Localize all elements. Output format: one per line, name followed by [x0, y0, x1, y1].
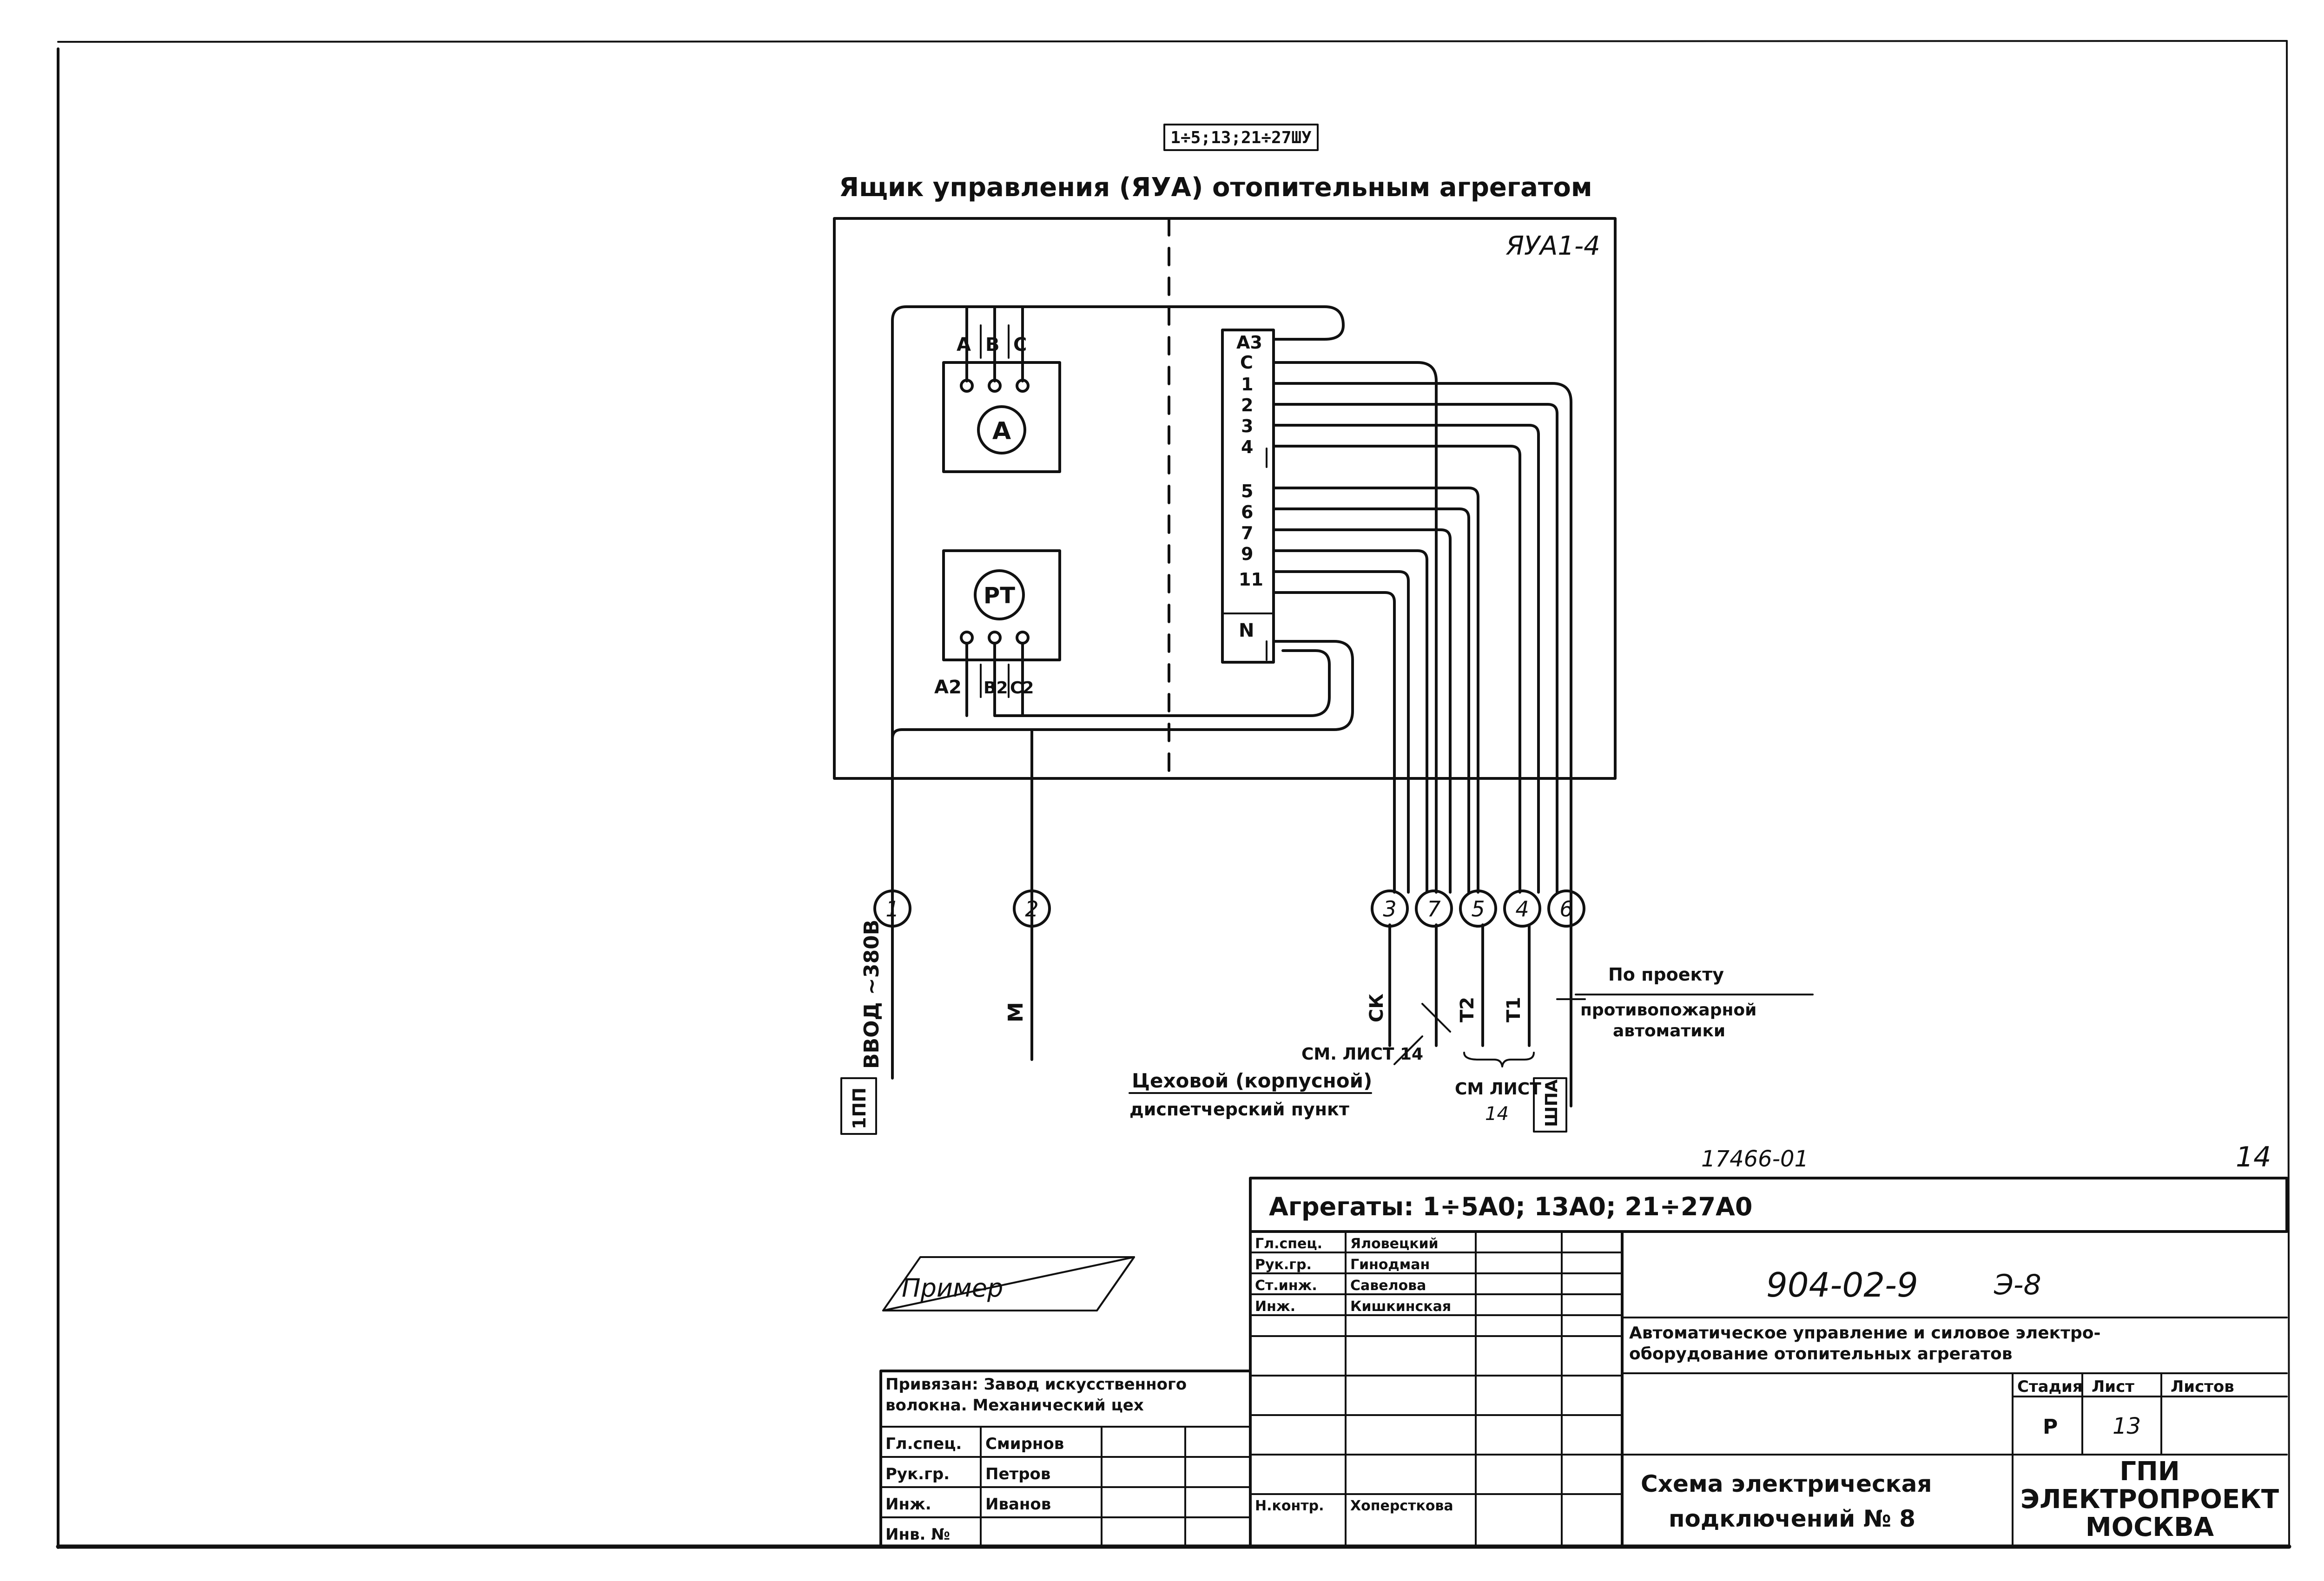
diagram-title: Ящик управления (ЯУА) отопительным агрег…	[839, 172, 1592, 203]
control-box: ЯУА1-4	[833, 217, 1617, 780]
label-t1: Т1	[1503, 997, 1525, 1022]
role-0: Гл.спец.	[1255, 1236, 1322, 1252]
terminal-1: 1	[1241, 374, 1253, 395]
sheet-value: 13	[2113, 1413, 2141, 1439]
cable-marker-6: 6	[1559, 896, 1573, 922]
label-shield: 1ПП	[849, 1087, 870, 1129]
scheme-line-1: Схема электрическая	[1641, 1470, 1932, 1497]
label-shpa: ШПА	[1542, 1079, 1561, 1127]
ammeter-terminal-c: C	[1013, 334, 1027, 356]
terminal-3: 3	[1241, 416, 1253, 436]
role-1: Рук.гр.	[1255, 1257, 1312, 1273]
binding-block: Привязан: Завод искусственного волокна. …	[879, 1370, 1252, 1548]
designation: 904-02-9	[1766, 1265, 1918, 1304]
relay-terminal-c2: C2	[1010, 679, 1034, 698]
thermal-relay-device: PT A2 B2 C2	[934, 549, 1061, 717]
box-label: ЯУА1-4	[1505, 231, 1600, 261]
binding-name-2: Иванов	[985, 1495, 1051, 1514]
doc-code: 17466-01	[1701, 1146, 1809, 1172]
org-line-3: МОСКВА	[2086, 1512, 2214, 1542]
role-3: Инж.	[1255, 1298, 1295, 1315]
cable-labels: ВВОД ~380В М СК Т2 Т1 1ПП ШПА	[840, 920, 1586, 1135]
relay-terminal-a2: A2	[934, 677, 962, 698]
org-line-2: ЭЛЕКТРОПРОЕКТ	[2020, 1484, 2279, 1515]
stage-header: Стадия	[2017, 1377, 2083, 1396]
note-by-project: По проекту	[1608, 964, 1724, 985]
binding-role-0: Гл.спец.	[885, 1435, 962, 1453]
binding-role-2: Инж.	[885, 1495, 931, 1514]
sheet-header: Лист	[2092, 1377, 2134, 1396]
top-stamp: 1÷5;13;21÷27ШУ	[1163, 124, 1319, 151]
aggregates-line: Агрегаты: 1÷5А0; 13А0; 21÷27А0	[1269, 1192, 1752, 1221]
norm-control-role: Н.контр.	[1255, 1498, 1324, 1514]
note-see-sheet-b-num: 14	[1485, 1103, 1509, 1125]
terminal-a3: A3	[1236, 332, 1262, 353]
name-3: Кишкинская	[1350, 1298, 1451, 1315]
note-dispatch-1: Цеховой (корпусной)	[1132, 1069, 1372, 1092]
designation-suffix: Э-8	[1994, 1269, 2041, 1301]
cable-marker-4: 4	[1515, 896, 1529, 922]
norm-control-name: Хоперсткова	[1350, 1498, 1453, 1514]
name-0: Яловецкий	[1350, 1236, 1439, 1252]
terminal-c: C	[1240, 352, 1253, 373]
terminal-7: 7	[1241, 523, 1253, 543]
top-stamp-text: 1÷5;13;21÷27ШУ	[1170, 128, 1312, 147]
example-tag: Пример	[882, 1256, 1135, 1311]
binding-name-0: Смирнов	[985, 1435, 1064, 1453]
terminal-5: 5	[1241, 481, 1253, 501]
title-line-1: Автоматическое управление и силовое элек…	[1629, 1324, 2100, 1343]
cable-marker-5: 5	[1471, 896, 1485, 922]
binding-line-2: волокна. Механический цех	[885, 1396, 1144, 1415]
title-block: Агрегаты: 1÷5А0; 13А0; 21÷27А0 Гл.спец. …	[1249, 1177, 2288, 1548]
stage-value: Р	[2043, 1415, 2058, 1439]
thermal-relay-symbol: PT	[984, 583, 1015, 609]
org-line-1: ГПИ	[2119, 1456, 2179, 1487]
binding-line-1: Привязан: Завод искусственного	[885, 1375, 1187, 1394]
sheet-corner: 14	[2236, 1141, 2271, 1173]
wiring	[891, 305, 1572, 1107]
label-m: М	[1004, 1002, 1028, 1022]
note-fire-automation-1: противопожарной	[1580, 1001, 1756, 1020]
cable-marker-2: 2	[1025, 896, 1038, 922]
label-ck: СК	[1366, 994, 1387, 1022]
name-1: Гинодман	[1350, 1257, 1430, 1273]
terminal-2: 2	[1241, 395, 1253, 415]
terminal-9: 9	[1241, 544, 1253, 564]
note-see-sheet-b: СМ ЛИСТ	[1455, 1080, 1541, 1099]
scheme-line-2: подключений № 8	[1669, 1505, 1915, 1532]
sheets-header: Листов	[2171, 1377, 2234, 1396]
note-see-sheet-14: СМ. ЛИСТ 14	[1301, 1045, 1423, 1064]
binding-role-1: Рук.гр.	[885, 1465, 950, 1483]
ammeter-symbol: A	[992, 417, 1011, 445]
cable-marker-3: 3	[1383, 896, 1396, 922]
note-fire-automation-2: автоматики	[1613, 1021, 1725, 1041]
sheet-frame	[56, 40, 2291, 1549]
ammeter-terminal-b: B	[985, 334, 1000, 356]
binding-name-1: Петров	[985, 1465, 1050, 1483]
binding-role-3: Инв. №	[885, 1525, 950, 1544]
notes: По проекту противопожарной автоматики СМ…	[1129, 964, 1814, 1125]
label-t2: Т2	[1457, 997, 1478, 1022]
ammeter-device: A A B C	[942, 324, 1061, 473]
note-dispatch-2: диспетчерский пункт	[1129, 1099, 1349, 1120]
cable-markers: 1 2 3 7 5 4 6	[873, 889, 1585, 928]
relay-terminal-b2: B2	[984, 679, 1008, 698]
terminal-6: 6	[1241, 502, 1253, 522]
terminal-11: 11	[1239, 569, 1263, 590]
label-input: ВВОД ~380В	[860, 920, 884, 1069]
example-label: Пример	[902, 1273, 1003, 1303]
role-2: Ст.инж.	[1255, 1278, 1317, 1294]
terminal-n: N	[1239, 620, 1254, 641]
ammeter-terminal-a: A	[957, 334, 971, 356]
name-2: Савелова	[1350, 1278, 1426, 1294]
terminal-4: 4	[1241, 437, 1253, 457]
cable-marker-1: 1	[885, 896, 899, 922]
terminal-block: A3 C 1 2 3 4 5 6 7 9 11 N	[1221, 329, 1275, 664]
cable-marker-7: 7	[1427, 896, 1440, 922]
title-line-2: оборудование отопительных агрегатов	[1629, 1344, 2013, 1364]
